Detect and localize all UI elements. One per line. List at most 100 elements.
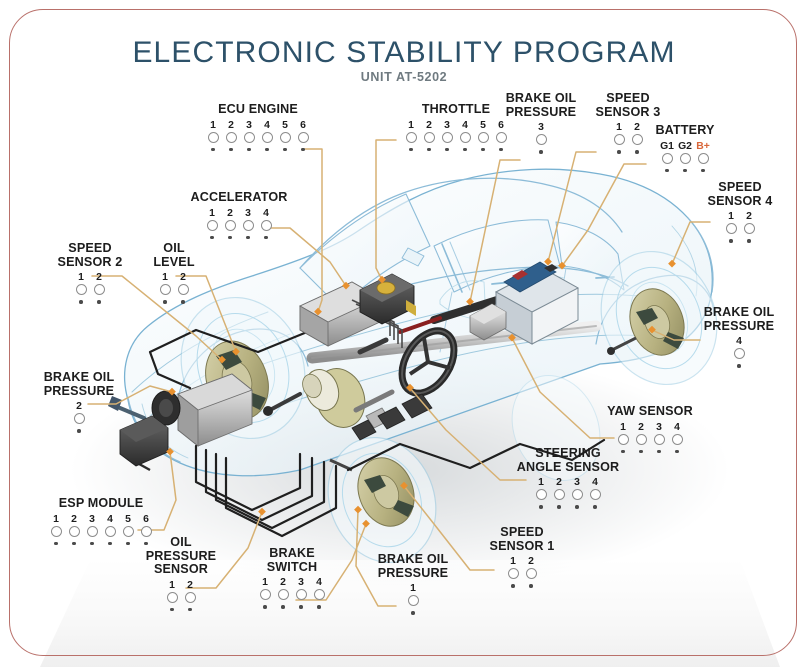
pin-3: 3: [86, 514, 99, 546]
yaw-sensor-unit: [469, 303, 507, 341]
pin-5: 5: [477, 120, 490, 152]
pin-number: G1: [660, 140, 674, 152]
pin-ring-icon: [73, 413, 85, 425]
connector-label: THROTTLE: [421, 102, 491, 116]
brake-disc-front-left: [329, 457, 415, 527]
pin-dot-icon: [737, 364, 741, 368]
pin-dot-icon: [301, 147, 305, 152]
pin-4: 4: [671, 422, 684, 454]
pin-6: 6: [140, 514, 153, 546]
page-border: [9, 9, 797, 656]
pin-dot-icon: [729, 239, 733, 243]
pin-number: 3: [574, 477, 580, 489]
pin-4: 4: [313, 577, 326, 609]
pin-1: 1: [613, 122, 626, 154]
pin-number: 2: [634, 122, 640, 134]
pin-dot-icon: [701, 168, 705, 173]
pin-ring-icon: [50, 525, 62, 537]
pin-dot-icon: [317, 605, 321, 609]
pin-ring-icon: [159, 284, 171, 296]
pin-2: 2: [743, 211, 756, 243]
pin-number: 2: [280, 577, 286, 589]
pin-1: 1: [617, 422, 630, 454]
pin-ring-icon: [259, 589, 271, 601]
pin-ring-icon: [631, 134, 643, 146]
pin-number: 2: [556, 477, 562, 489]
pin-ring-icon: [671, 433, 683, 445]
brake-lines: [148, 328, 606, 538]
esp-ecu-module: [119, 415, 169, 467]
pin-ring-icon: [679, 152, 691, 164]
pin-ring-icon: [243, 131, 255, 143]
pin-number: 1: [408, 119, 414, 131]
pin-number: 5: [480, 119, 486, 131]
pin-1: 1: [535, 477, 548, 509]
page-subtitle: UNIT AT-5202: [360, 70, 448, 84]
pin-dot-icon: [79, 300, 83, 304]
pin-number: 1: [262, 577, 268, 589]
pin-number: 6: [143, 513, 149, 525]
pin-number: 3: [444, 119, 450, 131]
pin-4: 4: [260, 208, 273, 240]
pin-number: G2: [678, 140, 692, 152]
pin-ring-icon: [260, 219, 272, 231]
battery: [494, 261, 580, 345]
pin-ring-icon: [279, 131, 291, 143]
pin-3: 3: [571, 477, 584, 509]
pin-3: 3: [243, 120, 256, 152]
pin-ring-icon: [441, 131, 453, 143]
pin-dot-icon: [621, 449, 625, 454]
leader-lines: [87, 139, 711, 607]
pin-ring-icon: [589, 489, 601, 501]
pin-ring-icon: [405, 131, 417, 143]
pin-ring-icon: [75, 284, 87, 296]
pin-number: 1: [728, 211, 734, 223]
pin-number: 2: [426, 119, 432, 131]
pin-4: 4: [261, 120, 274, 152]
pin-dot-icon: [593, 505, 597, 509]
pin-6: 6: [297, 120, 310, 152]
pin-dot-icon: [54, 541, 58, 546]
pin-1: 1: [207, 120, 220, 152]
pin-2: 2: [177, 272, 190, 304]
pin-dot-icon: [210, 235, 214, 240]
pin-number: 4: [263, 207, 269, 219]
pin-ring-icon: [525, 568, 537, 580]
esp-hydraulic-unit: [108, 373, 253, 472]
pin-ring-icon: [261, 131, 273, 143]
pin-dot-icon: [481, 147, 485, 152]
pin-dot-icon: [411, 611, 415, 615]
pin-ring-icon: [495, 131, 507, 143]
pin-dot-icon: [665, 168, 669, 173]
pin-number: 2: [96, 272, 102, 284]
pin-dot-icon: [635, 150, 639, 154]
pin-3: 3: [295, 577, 308, 609]
pin-dot-icon: [499, 147, 503, 152]
pin-1: 1: [75, 272, 88, 304]
pin-number: 2: [638, 421, 644, 433]
pin-dot-icon: [683, 168, 687, 173]
pin-number: 3: [538, 122, 544, 134]
pin-number: 4: [736, 336, 742, 348]
pin-dot-icon: [144, 541, 148, 546]
pin-row: 4: [698, 336, 780, 368]
pin-dot-icon: [72, 541, 76, 546]
pin-number: 4: [316, 577, 322, 589]
pin-dot-icon: [247, 147, 251, 152]
